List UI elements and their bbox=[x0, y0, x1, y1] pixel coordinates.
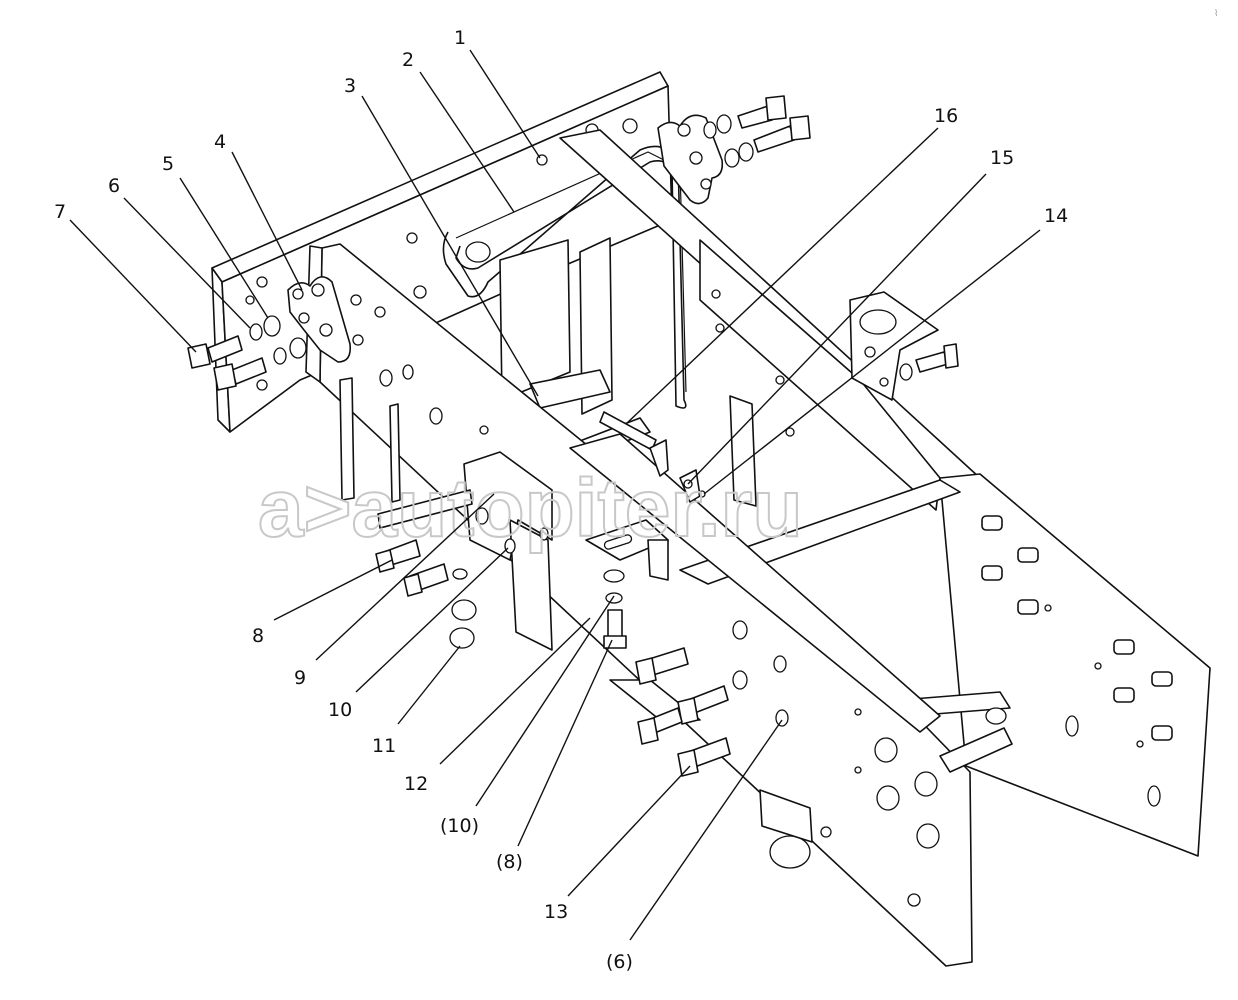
right-angle-bracket bbox=[849, 291, 959, 401]
callout-10b: (10) bbox=[440, 815, 479, 837]
rear-bolt-heads bbox=[874, 515, 1173, 849]
leader-9 bbox=[315, 493, 495, 661]
watermark-text: a>autopiter.ru bbox=[258, 463, 803, 554]
leader-14 bbox=[703, 229, 1041, 495]
callout-10: 10 bbox=[328, 699, 352, 721]
leader-6b bbox=[629, 719, 783, 941]
leader-15 bbox=[687, 173, 987, 485]
center-bracket bbox=[339, 377, 553, 651]
leader-8b bbox=[517, 639, 613, 847]
callout-15: 15 bbox=[990, 147, 1014, 169]
callout-2: 2 bbox=[402, 49, 414, 71]
callout-7: 7 bbox=[54, 201, 66, 223]
front-bolt-set bbox=[635, 620, 789, 777]
lower-fastener-set bbox=[375, 538, 627, 649]
slot-bracket bbox=[585, 519, 669, 581]
leader-11 bbox=[397, 645, 461, 725]
callout-8b: (8) bbox=[496, 851, 523, 873]
leader-7 bbox=[69, 219, 197, 353]
callout-1: 1 bbox=[454, 27, 466, 49]
callout-14: 14 bbox=[1044, 205, 1068, 227]
leader-10b bbox=[475, 595, 615, 807]
upper-mount-bracket bbox=[657, 95, 811, 205]
leader-16 bbox=[625, 127, 939, 425]
leader-13 bbox=[567, 765, 691, 897]
u-loop-bracket bbox=[442, 145, 687, 409]
callout-6b: (6) bbox=[606, 951, 633, 973]
pin-and-clip-parts bbox=[599, 411, 706, 503]
leader-4 bbox=[231, 151, 303, 291]
leader-10 bbox=[355, 547, 509, 693]
leader-2 bbox=[419, 71, 515, 213]
callout-4: 4 bbox=[214, 131, 226, 153]
corner-mark: ⌇ bbox=[1214, 8, 1218, 19]
left-bolt-set bbox=[187, 315, 307, 391]
leader-1 bbox=[469, 49, 541, 159]
callout-3: 3 bbox=[344, 75, 356, 97]
left-end-bracket bbox=[287, 276, 352, 363]
callout-labels: 1 2 3 4 5 6 7 8 9 10 11 12 (10) (8) 13 (… bbox=[54, 27, 1068, 973]
callout-16: 16 bbox=[934, 105, 958, 127]
callout-6: 6 bbox=[108, 175, 120, 197]
leader-3 bbox=[361, 95, 539, 397]
rear-right-plate bbox=[939, 473, 1211, 857]
callout-5: 5 bbox=[162, 153, 174, 175]
leader-8 bbox=[273, 559, 393, 621]
leader-12 bbox=[439, 617, 591, 765]
leader-lines bbox=[69, 49, 1041, 941]
leader-5 bbox=[179, 177, 269, 319]
watermark: a>autopiter.ru bbox=[257, 462, 804, 555]
callout-9: 9 bbox=[294, 667, 306, 689]
leader-6 bbox=[123, 197, 251, 329]
callout-11: 11 bbox=[372, 735, 396, 757]
callout-8: 8 bbox=[252, 625, 264, 647]
callout-12: 12 bbox=[404, 773, 428, 795]
callout-13: 13 bbox=[544, 901, 568, 923]
